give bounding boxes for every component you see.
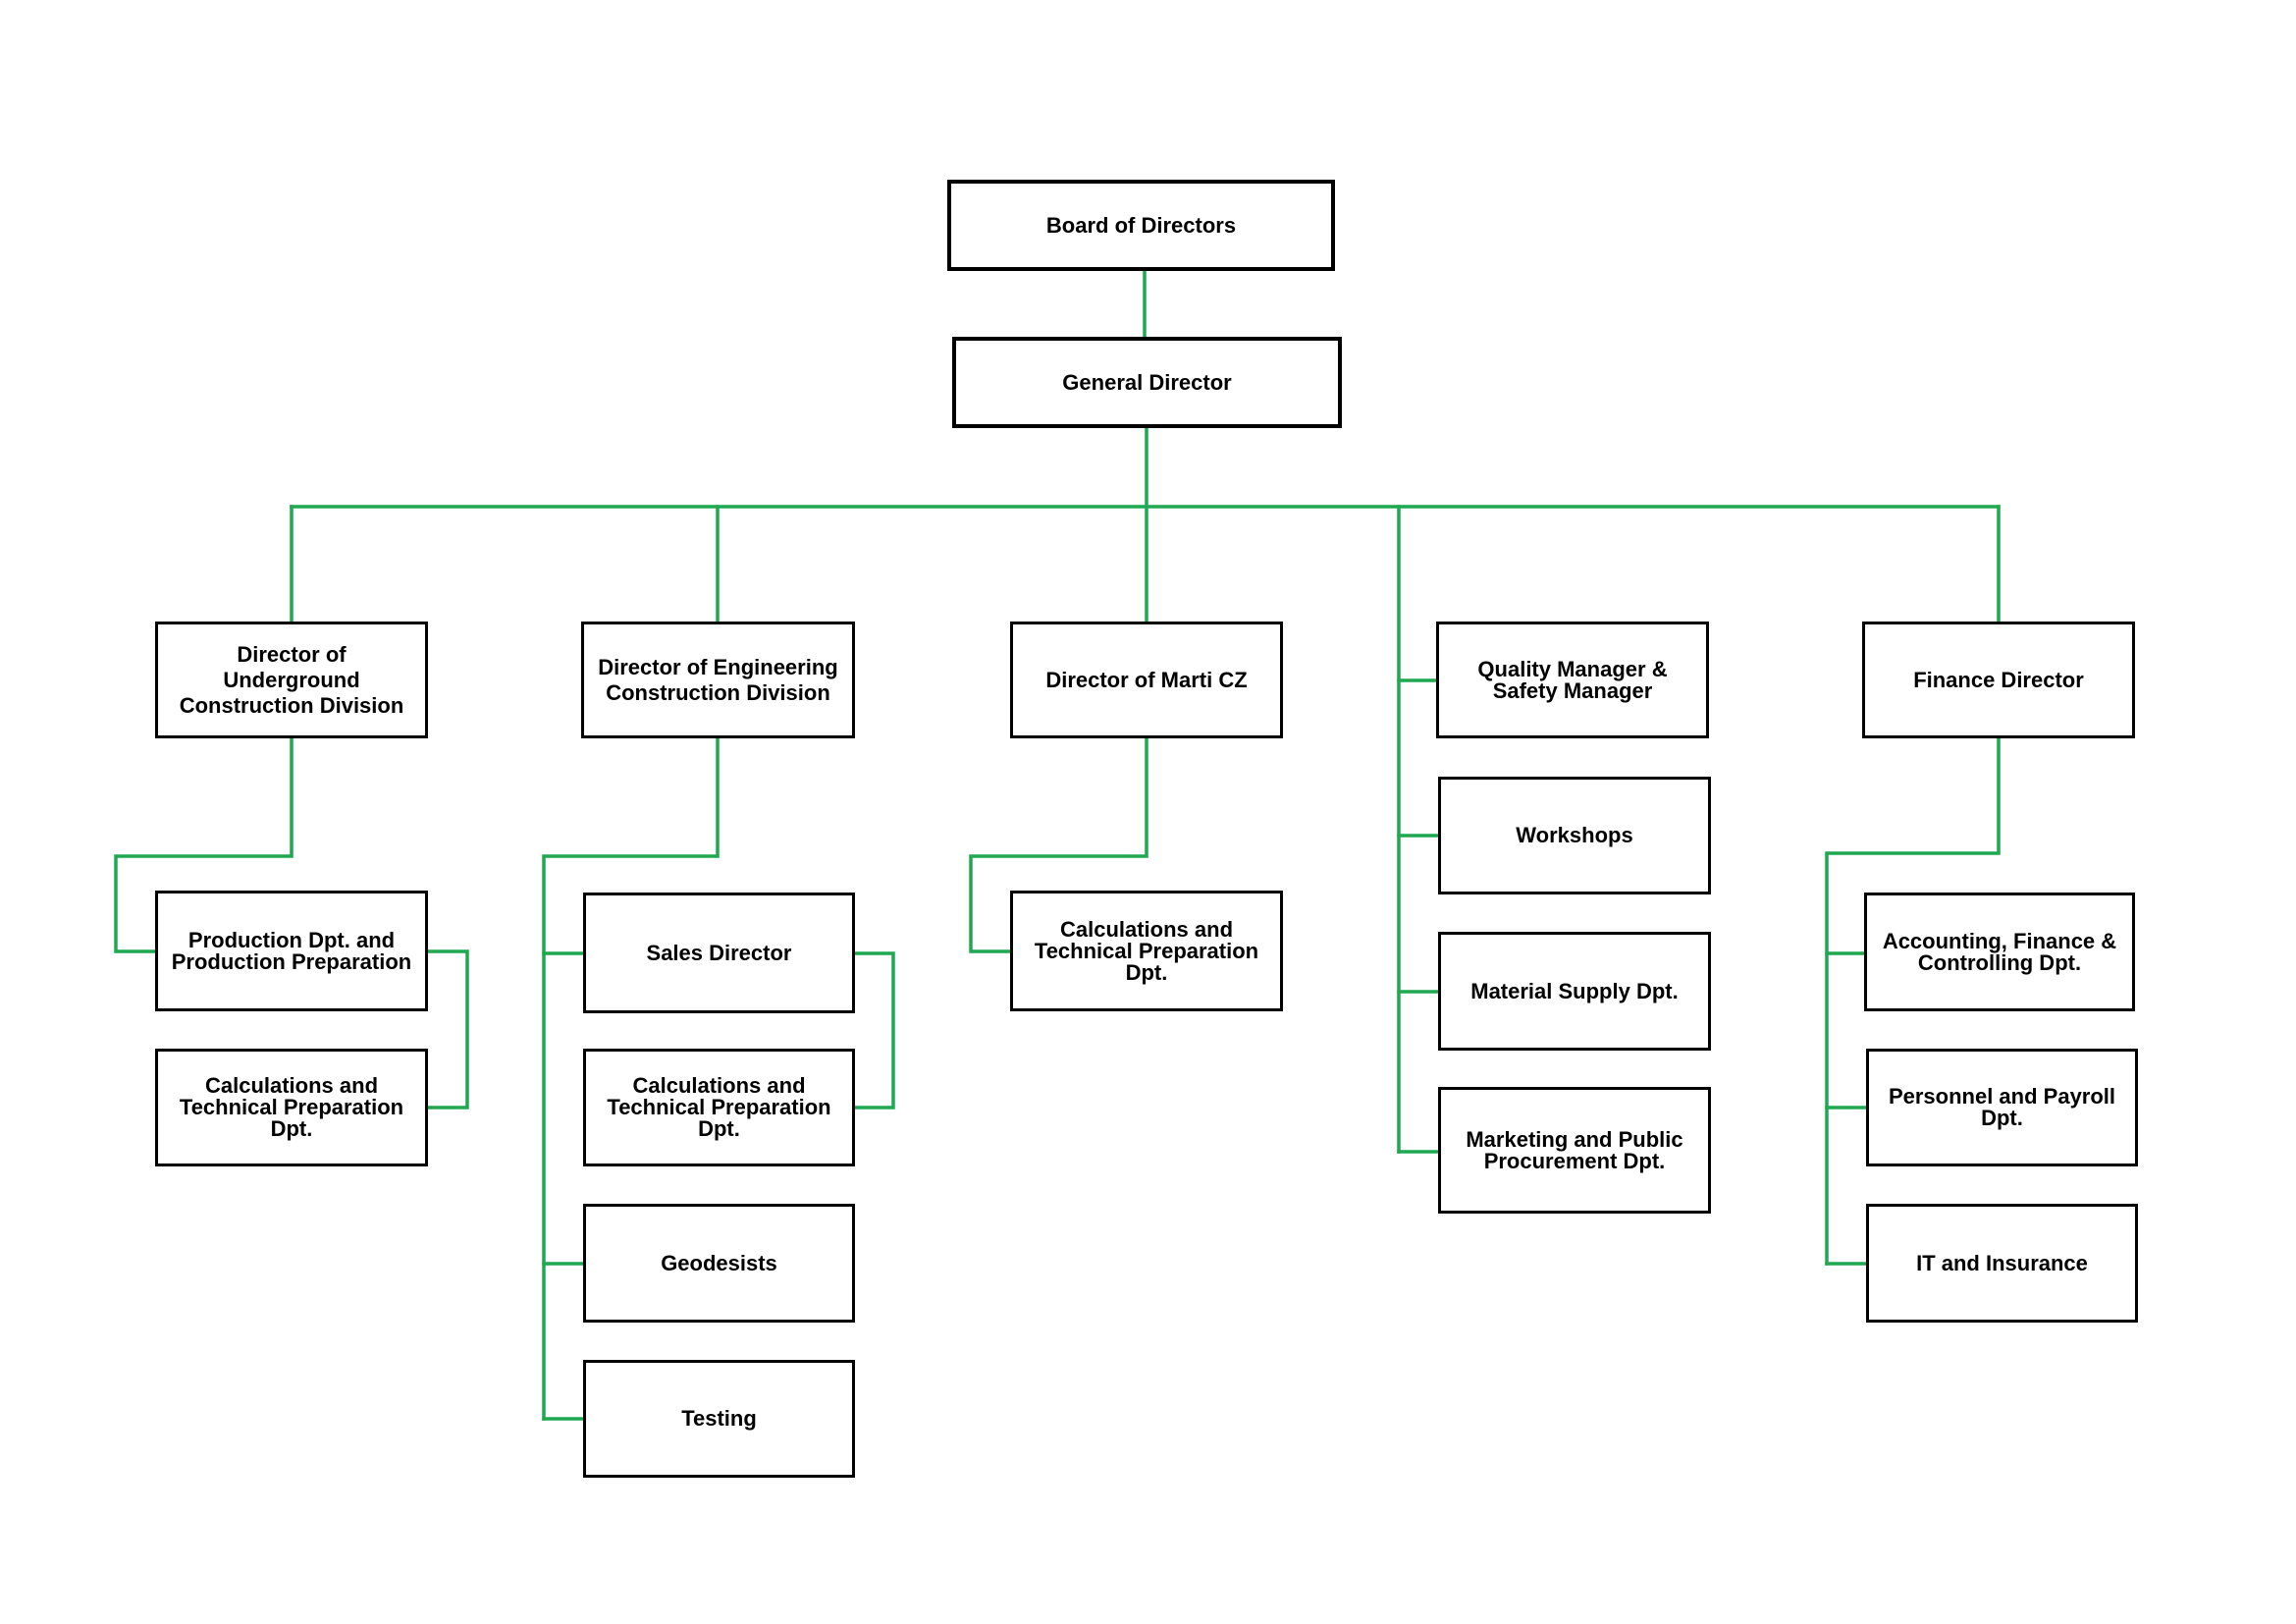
it-insurance-box: IT and Insurance xyxy=(1866,1204,2138,1323)
engineering-director-box: Director of Engineering Construction Div… xyxy=(581,622,855,738)
board-of-directors-box: Board of Directors xyxy=(947,180,1335,271)
it-insurance-label: IT and Insurance xyxy=(1916,1250,2088,1275)
underground-director-label: Director of Underground Construction Div… xyxy=(179,641,404,718)
connector-marti-calculations xyxy=(969,736,1148,953)
connector-underground-bracket xyxy=(426,949,469,1110)
engineering-calculations-box: Calculations and Technical Preparation D… xyxy=(583,1049,855,1166)
connector-engineering-bracket xyxy=(853,951,895,1110)
sales-director-box: Sales Director xyxy=(583,893,855,1013)
geodesists-box: Geodesists xyxy=(583,1204,855,1323)
engineering-calculations-label: Calculations and Technical Preparation D… xyxy=(607,1073,831,1141)
marketing-procurement-box: Marketing and Public Procurement Dpt. xyxy=(1438,1087,1711,1214)
quality-manager-box: Quality Manager & Safety Manager xyxy=(1436,622,1709,738)
board-of-directors-label: Board of Directors xyxy=(1045,212,1237,238)
general-director-box: General Director xyxy=(952,337,1342,428)
production-dpt-box: Production Dpt. and Production Preparati… xyxy=(155,891,428,1011)
connector-finance-spine xyxy=(1825,736,2001,1266)
marti-calculations-label: Calculations and Technical Preparation D… xyxy=(1034,916,1259,985)
production-dpt-label: Production Dpt. and Production Preparati… xyxy=(171,927,412,974)
material-supply-label: Material Supply Dpt. xyxy=(1470,978,1679,1003)
underground-calculations-label: Calculations and Technical Preparation D… xyxy=(179,1073,404,1141)
finance-director-box: Finance Director xyxy=(1862,622,2135,738)
marti-director-box: Director of Marti CZ xyxy=(1010,622,1283,738)
accounting-finance-box: Accounting, Finance & Controlling Dpt. xyxy=(1864,893,2135,1011)
accounting-finance-label: Accounting, Finance & Controlling Dpt. xyxy=(1882,928,2117,975)
testing-label: Testing xyxy=(681,1406,757,1431)
connector-engineering-spine xyxy=(542,736,720,1421)
finance-director-label: Finance Director xyxy=(1913,667,2084,692)
connector-lines xyxy=(114,269,2001,1421)
marti-calculations-box: Calculations and Technical Preparation D… xyxy=(1010,891,1283,1011)
general-director-label: General Director xyxy=(1062,369,1232,395)
workshops-label: Workshops xyxy=(1516,823,1633,847)
geodesists-label: Geodesists xyxy=(661,1250,777,1275)
connector-underground-production xyxy=(114,736,294,953)
workshops-box: Workshops xyxy=(1438,777,1711,894)
personnel-payroll-label: Personnel and Payroll Dpt. xyxy=(1888,1084,2116,1130)
underground-calculations-box: Calculations and Technical Preparation D… xyxy=(155,1049,428,1166)
marti-director-label: Director of Marti CZ xyxy=(1045,667,1248,692)
testing-box: Testing xyxy=(583,1360,855,1478)
marketing-procurement-label: Marketing and Public Procurement Dpt. xyxy=(1466,1126,1683,1173)
sales-director-label: Sales Director xyxy=(646,940,792,965)
personnel-payroll-box: Personnel and Payroll Dpt. xyxy=(1866,1049,2138,1166)
underground-director-box: Director of Underground Construction Div… xyxy=(155,622,428,738)
engineering-director-label: Director of Engineering Construction Div… xyxy=(598,654,838,705)
quality-manager-label: Quality Manager & Safety Manager xyxy=(1477,656,1668,703)
material-supply-box: Material Supply Dpt. xyxy=(1438,932,1711,1051)
